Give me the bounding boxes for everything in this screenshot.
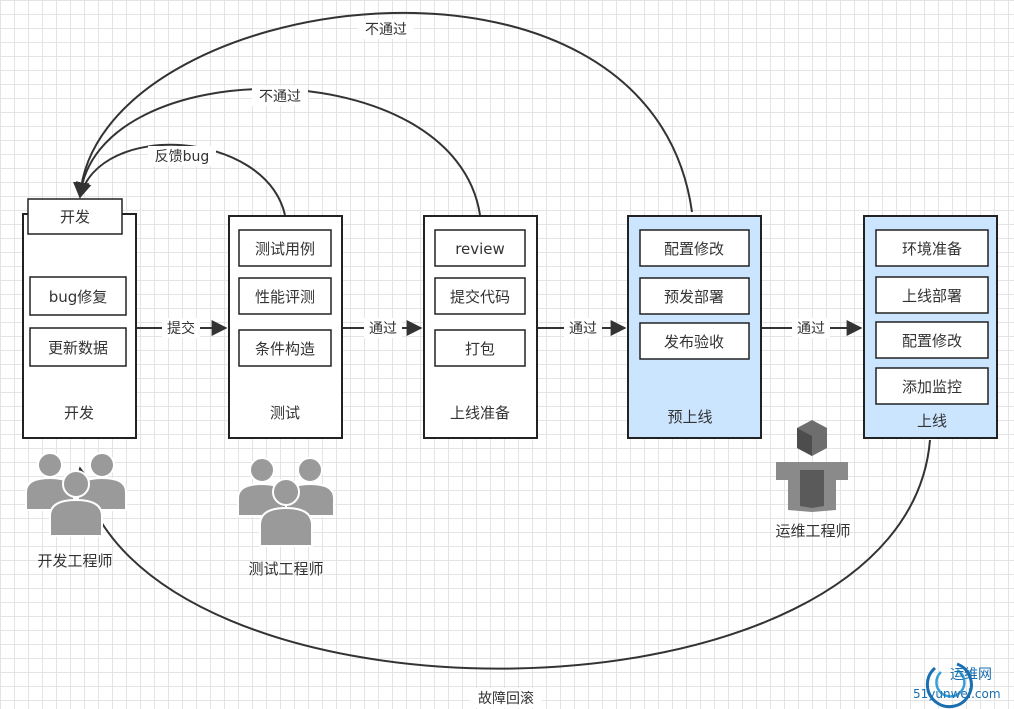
stage-test: 测试用例 性能评测 条件构造 测试 xyxy=(228,215,343,439)
edge-fail-from-pre xyxy=(73,12,693,213)
test-engineers-icon xyxy=(237,457,335,547)
edge-label-rollback: 故障回滚 xyxy=(478,690,534,707)
dev-engineers-icon xyxy=(25,452,127,537)
prep-item-commit xyxy=(434,277,526,315)
svg-text:更新数据: 更新数据 xyxy=(48,339,108,357)
ops-engineer-label: 运维工程师 xyxy=(775,522,850,540)
edge-label-submit: 提交 xyxy=(167,320,195,337)
svg-text:提交代码: 提交代码 xyxy=(450,288,510,306)
prep-item-package xyxy=(434,329,526,367)
svg-text:测试用例: 测试用例 xyxy=(255,240,315,258)
online-item-monitor xyxy=(875,367,989,405)
svg-text:配置修改: 配置修改 xyxy=(902,332,962,350)
edge-label-pass-1: 通过 xyxy=(369,321,397,337)
dev-footer: 开发 xyxy=(64,404,94,422)
svg-text:性能评测: 性能评测 xyxy=(255,288,315,306)
ops-engineer-icon xyxy=(776,420,848,512)
test-item-cases xyxy=(238,229,332,267)
svg-text:条件构造: 条件构造 xyxy=(255,340,315,358)
online-item-config xyxy=(875,321,989,359)
watermark-brand: 运维网 xyxy=(950,667,992,683)
edge-label-fail-pre: 不通过 xyxy=(365,22,407,38)
svg-text:配置修改: 配置修改 xyxy=(664,240,724,258)
pre-item-verify xyxy=(639,322,750,360)
svg-text:预发部署: 预发部署 xyxy=(664,288,724,306)
online-item-deploy xyxy=(875,276,989,314)
edge-label-pass-2: 通过 xyxy=(569,321,597,337)
stage-dev: 开发 bug修复 更新数据 开发 xyxy=(22,198,137,439)
svg-text:review: review xyxy=(455,240,505,258)
dev-header-box xyxy=(27,198,123,235)
pre-item-config xyxy=(639,229,750,267)
test-footer: 测试 xyxy=(270,404,300,422)
svg-text:环境准备: 环境准备 xyxy=(902,240,962,258)
watermark-logo xyxy=(925,662,973,709)
svg-text:发布验收: 发布验收 xyxy=(664,333,724,351)
online-item-env xyxy=(875,229,989,267)
watermark-site: 51yunwei.com xyxy=(913,687,1001,701)
prep-item-review xyxy=(434,229,526,267)
test-item-conditions xyxy=(238,329,332,367)
dev-engineers-label: 开发工程师 xyxy=(37,552,112,570)
prep-footer: 上线准备 xyxy=(450,404,510,422)
edge-fail-from-prep xyxy=(73,88,481,216)
svg-text:bug修复: bug修复 xyxy=(49,288,108,306)
pre-item-deploy xyxy=(639,277,750,315)
svg-text:上线部署: 上线部署 xyxy=(902,287,962,305)
edge-label-fail-prep: 不通过 xyxy=(259,89,301,105)
test-engineers-label: 测试工程师 xyxy=(248,560,323,578)
edge-label-feedback: 反馈bug xyxy=(155,149,210,165)
edge-rollback xyxy=(74,439,931,670)
stage-online: 环境准备 上线部署 配置修改 添加监控 上线 xyxy=(863,215,998,439)
pre-footer: 预上线 xyxy=(667,408,712,426)
svg-text:打包: 打包 xyxy=(465,340,495,358)
test-item-perf xyxy=(238,277,332,315)
stage-pre-release: 配置修改 预发部署 发布验收 预上线 xyxy=(627,215,762,439)
dev-item-update-data xyxy=(29,327,127,367)
dev-item-bugfix xyxy=(29,276,127,316)
svg-text:添加监控: 添加监控 xyxy=(902,378,962,396)
edge-feedback-bug xyxy=(75,143,286,216)
online-footer: 上线 xyxy=(917,412,947,430)
dev-header: 开发 xyxy=(60,208,90,226)
edge-label-pass-3: 通过 xyxy=(797,321,825,337)
stage-prep: review 提交代码 打包 上线准备 xyxy=(423,215,538,439)
